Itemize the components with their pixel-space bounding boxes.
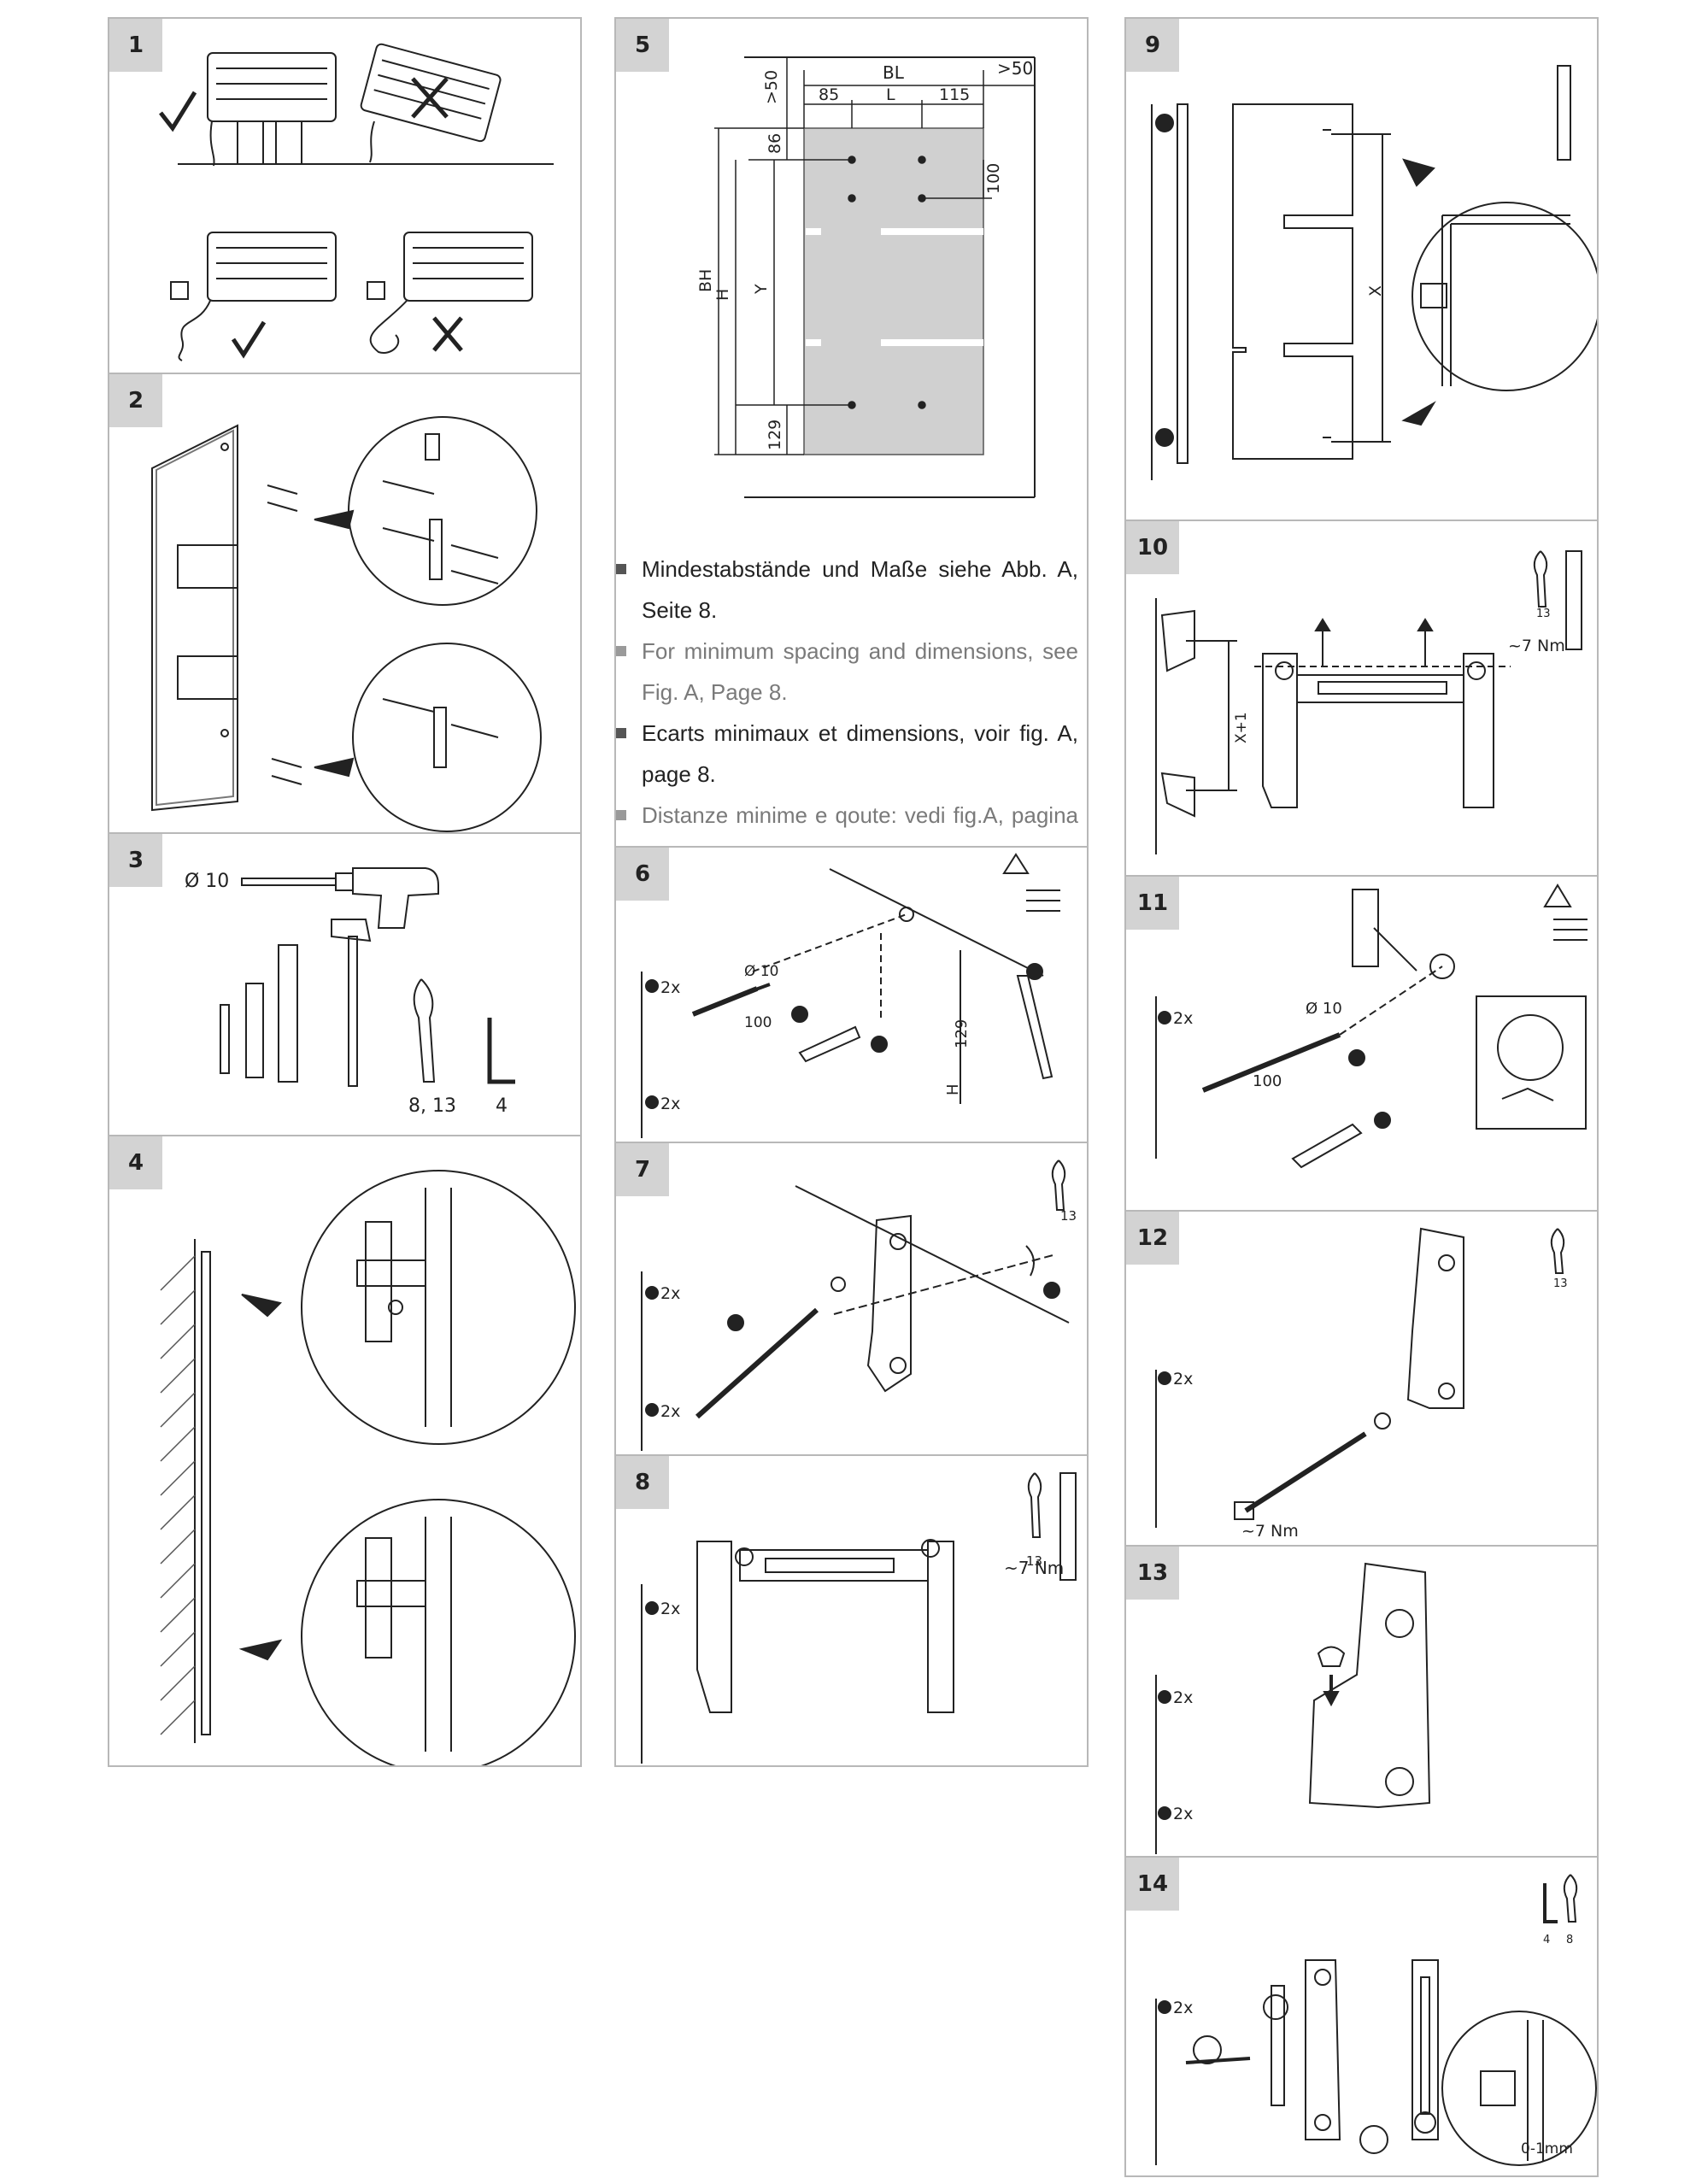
- step-number: 3: [109, 834, 162, 887]
- instruction-de: Mindestabstände und Maße siehe Abb. A, S…: [616, 549, 1078, 631]
- torque-label: ~7 Nm: [1241, 1522, 1299, 1541]
- step-number: 12: [1126, 1212, 1179, 1265]
- instruction-en: For minimum spacing and dimensions, see …: [616, 631, 1078, 713]
- qty: 2x: [1173, 1370, 1193, 1388]
- instruction-fr: Ecarts minimaux et dimensions, voir fig.…: [616, 713, 1078, 795]
- x1-dim-label: X+1: [1233, 712, 1250, 743]
- allen-size-label: 4: [496, 1095, 508, 1117]
- dim-129: 129: [766, 420, 784, 450]
- qty: 2x: [660, 1600, 680, 1618]
- qty-bottom: 2x: [1173, 1805, 1193, 1823]
- qty: 2x: [1173, 1009, 1193, 1028]
- dim-129: 129: [953, 1019, 971, 1048]
- step-number: 9: [1126, 19, 1179, 72]
- step-13-panel: 13 2x 2x: [1124, 1545, 1599, 1858]
- wrench-size: 13: [1026, 1553, 1042, 1569]
- step-number: 6: [616, 848, 669, 901]
- depth-label: 100: [744, 1014, 772, 1031]
- allen-size: 4: [1543, 1934, 1550, 1946]
- step-4-illustration: [160, 1170, 576, 1765]
- step-4-panel: 4: [108, 1135, 582, 1767]
- wrench-size: 13: [1553, 1277, 1568, 1290]
- step-number: 5: [616, 19, 669, 72]
- step-3-panel: 3 Ø 10 8, 13 4: [108, 832, 582, 1136]
- step-number: 1: [109, 19, 162, 72]
- depth-label: 100: [1253, 1072, 1282, 1090]
- dim-gt50-top: >50: [762, 70, 781, 104]
- step-12-illustration: 2x ~7 Nm 13: [1155, 1227, 1568, 1541]
- step-6-panel: 6 2x 2x Ø 10 100 H 129: [614, 846, 1089, 1143]
- step-11-panel: 11 2x Ø 10 100: [1124, 875, 1599, 1212]
- drill-label: Ø 10: [1306, 1000, 1342, 1018]
- gap-label: 0-1mm: [1521, 2140, 1573, 2158]
- step-number: 14: [1126, 1858, 1179, 1911]
- step-number: 2: [109, 374, 162, 427]
- dim-bl: BL: [883, 62, 905, 83]
- drill-diameter-label: Ø 10: [185, 871, 229, 892]
- instruction-fr-text: Ecarts minimaux et dimensions, voir fig.…: [642, 720, 1078, 787]
- dim-gt50-right: >50: [997, 58, 1033, 79]
- dim-h: H: [713, 289, 732, 301]
- qty-top: 2x: [1173, 1688, 1193, 1707]
- step-number: 10: [1126, 521, 1179, 574]
- step-2-panel: 2: [108, 373, 582, 834]
- instruction-it: Distanze minime e qoute: vedi fig.A, pag…: [616, 795, 1078, 846]
- instruction-en-text: For minimum spacing and dimensions, see …: [642, 638, 1078, 705]
- wrench-sizes-label: 8, 13: [408, 1095, 456, 1117]
- qty-bottom: 2x: [660, 1402, 680, 1421]
- torque-label: ~7 Nm: [1004, 1558, 1064, 1578]
- step-14-illustration: 2x 4 8 0-1mm: [1155, 1874, 1597, 2166]
- dimension-diagram: BL >50 85 L 115 >50 86 BH H Y 129 100: [696, 56, 1036, 498]
- dim-l: L: [886, 85, 895, 104]
- step-11-illustration: 2x Ø 10 100: [1155, 884, 1588, 1169]
- step-number: 13: [1126, 1547, 1179, 1600]
- step-9-illustration: X: [1151, 65, 1597, 480]
- dim-85: 85: [819, 85, 839, 104]
- torque-label: ~7 Nm: [1508, 637, 1565, 655]
- step-number: 11: [1126, 877, 1179, 930]
- x-dim-label: X: [1366, 285, 1385, 296]
- step-9-panel: 9 X: [1124, 17, 1599, 521]
- step-number: 4: [109, 1136, 162, 1189]
- step-number: 8: [616, 1456, 669, 1509]
- step-12-panel: 12 2x ~7 Nm 13: [1124, 1210, 1599, 1547]
- step-10-panel: 10 X+1 13 ~7 Nm: [1124, 520, 1599, 877]
- qty-top: 2x: [660, 1284, 680, 1303]
- step-7-illustration: 2x 2x 13: [641, 1160, 1077, 1451]
- step-2-illustration: [151, 416, 542, 832]
- step-3-illustration: Ø 10 8, 13 4: [185, 867, 515, 1117]
- step-5-panel: 5 BL >50 85 L 115 >50 86: [614, 17, 1089, 848]
- step-13-illustration: 2x 2x: [1155, 1562, 1431, 1854]
- dim-y: Y: [752, 284, 771, 295]
- wrench-size: 8: [1566, 1934, 1573, 1946]
- drill-label: Ø 10: [744, 963, 778, 980]
- instruction-text-block: Mindestabstände und Maße siehe Abb. A, S…: [616, 549, 1087, 846]
- qty-bottom: 2x: [660, 1095, 680, 1113]
- dim-86: 86: [766, 133, 784, 154]
- step-8-panel: 8 2x 13 ~7 Nm: [614, 1454, 1089, 1767]
- step-6-illustration: 2x 2x Ø 10 100 H 129: [641, 853, 1060, 1138]
- step-1-panel: 1: [108, 17, 582, 374]
- wrench-size: 13: [1536, 608, 1551, 620]
- dim-100: 100: [984, 163, 1003, 194]
- qty: 2x: [1173, 1999, 1193, 2017]
- step-14-panel: 14 2x 4 8 0-1mm: [1124, 1856, 1599, 2177]
- step-number: 7: [616, 1143, 669, 1196]
- qty-top: 2x: [660, 978, 680, 997]
- instruction-de-text: Mindestabstände und Maße siehe Abb. A, S…: [642, 556, 1078, 623]
- dim-115: 115: [939, 85, 970, 104]
- step-8-illustration: 2x 13 ~7 Nm: [641, 1472, 1077, 1764]
- dim-bh: BH: [696, 269, 715, 292]
- step-10-illustration: X+1 13 ~7 Nm: [1155, 550, 1582, 854]
- h-label: H: [944, 1083, 962, 1095]
- wrench-size: 13: [1060, 1208, 1077, 1224]
- step-7-panel: 7 2x 2x 13: [614, 1142, 1089, 1456]
- instruction-it-text: Distanze minime e qoute: vedi fig.A, pag…: [642, 802, 1078, 846]
- step-1-illustration: [159, 43, 554, 361]
